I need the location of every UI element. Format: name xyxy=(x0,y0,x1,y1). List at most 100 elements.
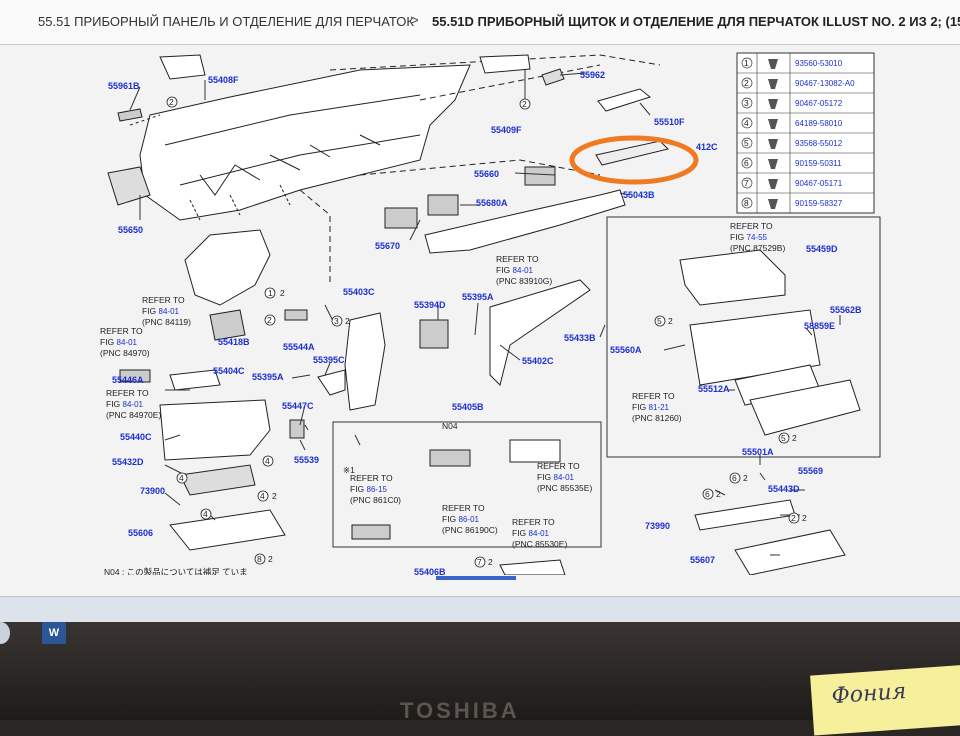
ref-pnc: (PNC 85535E) xyxy=(537,483,592,493)
label-55433B[interactable]: 55433B xyxy=(564,333,596,343)
label-55447C[interactable]: 55447C xyxy=(282,401,314,411)
ref-84119: REFER TO FIG 84-01 (PNC 84119) xyxy=(142,295,191,327)
label-55402C[interactable]: 55402C xyxy=(522,356,554,366)
part-55961B-shape xyxy=(117,108,143,122)
callout-num: 2 xyxy=(716,489,721,499)
legend-part[interactable]: 90467-13082-A0 xyxy=(795,79,855,88)
label-55418B[interactable]: 55418B xyxy=(218,337,250,347)
browser-icon[interactable] xyxy=(0,622,10,644)
breadcrumb-item-section[interactable]: 55.51 ПРИБОРНЫЙ ПАНЕЛЬ И ОТДЕЛЕНИЕ ДЛЯ П… xyxy=(38,14,414,29)
label-55440C[interactable]: 55440C xyxy=(120,432,152,442)
callout-num: 2 xyxy=(268,554,273,564)
label-55539[interactable]: 55539 xyxy=(294,455,319,465)
label-55412C[interactable]: 412C xyxy=(696,142,718,152)
ref-fig-link[interactable]: 86-01 xyxy=(459,515,480,524)
label-58859E[interactable]: 58859E xyxy=(804,321,835,331)
ref-fig-link[interactable]: 84-01 xyxy=(159,307,180,316)
legend-part[interactable]: 90159-58327 xyxy=(795,199,843,208)
legend-part[interactable]: 90467-05172 xyxy=(795,99,843,108)
ref-fig-prefix: FIG xyxy=(496,265,513,275)
label-55544A[interactable]: 55544A xyxy=(283,342,315,352)
label-55660[interactable]: 55660 xyxy=(474,169,499,179)
label-73990[interactable]: 73990 xyxy=(645,521,670,531)
label-73900[interactable]: 73900 xyxy=(140,486,165,496)
part-55501A-shape xyxy=(749,379,861,436)
ref-line1: REFER TO xyxy=(106,388,149,398)
label-55606[interactable]: 55606 xyxy=(128,528,153,538)
label-55501A[interactable]: 55501A xyxy=(742,447,774,457)
part-55670-shape xyxy=(384,207,418,229)
label-55432D[interactable]: 55432D xyxy=(112,457,144,467)
label-55409F[interactable]: 55409F xyxy=(491,125,522,135)
ref-84970E: REFER TO FIG 84-01 (PNC 84970E) xyxy=(106,388,161,420)
part-55446A-shape xyxy=(119,369,151,383)
part-55394D-shape xyxy=(419,319,449,349)
label-55680A[interactable]: 55680A xyxy=(476,198,508,208)
ref-87529B: REFER TO FIG 74-55 (PNC 87529B) xyxy=(730,221,785,253)
ref-fig-link[interactable]: 86-15 xyxy=(367,485,388,494)
label-55395C[interactable]: 55395C xyxy=(313,355,345,365)
label-55405B[interactable]: 55405B xyxy=(452,402,484,412)
part-55440C-shape xyxy=(159,399,271,461)
ref-fig-link[interactable]: 81-21 xyxy=(649,403,670,412)
legend-part[interactable]: 90159-50311 xyxy=(795,159,842,168)
svg-text:FIG 81-21: FIG 81-21 xyxy=(632,402,670,412)
ref-fig-link[interactable]: 84-01 xyxy=(513,266,534,275)
label-55512A[interactable]: 55512A xyxy=(698,384,730,394)
callout-num: 5 xyxy=(781,433,786,443)
ref-fig-prefix: FIG xyxy=(537,472,554,482)
label-55395A-top[interactable]: 55395A xyxy=(462,292,494,302)
ref-pnc: (PNC 81260) xyxy=(632,413,682,423)
ref-line1: REFER TO xyxy=(512,517,555,527)
svg-text:FIG 74-55: FIG 74-55 xyxy=(730,232,768,242)
label-55459D[interactable]: 55459D xyxy=(806,244,838,254)
ref-fig-link[interactable]: 84-01 xyxy=(554,473,575,482)
scroll-indicator[interactable] xyxy=(436,576,516,580)
label-55395A-mid[interactable]: 55395A xyxy=(252,372,284,382)
ref-fig-link[interactable]: 84-01 xyxy=(123,400,144,409)
part-55408F-shape xyxy=(159,54,206,80)
ref-fig-link[interactable]: 84-01 xyxy=(117,338,138,347)
svg-text:FIG 86-01: FIG 86-01 xyxy=(442,514,480,524)
part-73900-shape xyxy=(179,464,256,496)
dashboard-upper-panel xyxy=(139,64,471,221)
ref-fig-prefix: FIG xyxy=(730,232,747,242)
label-55650[interactable]: 55650 xyxy=(118,225,143,235)
ref-fig-link[interactable]: 74-55 xyxy=(747,233,768,242)
legend-num: 8 xyxy=(744,198,749,208)
label-55607[interactable]: 55607 xyxy=(690,555,715,565)
label-55406B[interactable]: 55406B xyxy=(414,567,446,575)
label-55562B[interactable]: 55562B xyxy=(830,305,862,315)
sticky-note-text: Фония xyxy=(830,679,908,710)
label-55403C[interactable]: 55403C xyxy=(343,287,375,297)
ref-fig-prefix: FIG xyxy=(350,484,367,494)
ref-pnc: (PNC 84970E) xyxy=(106,410,161,420)
label-55394D[interactable]: 55394D xyxy=(414,300,446,310)
callout-num: 6 xyxy=(732,473,737,483)
legend-part[interactable]: 93560-53010 xyxy=(795,59,843,68)
label-55443D[interactable]: 55443D xyxy=(768,484,800,494)
legend-part[interactable]: 93568-55012 xyxy=(795,139,843,148)
label-55408F[interactable]: 55408F xyxy=(208,75,239,85)
legend-part[interactable]: 90467-05171 xyxy=(795,179,843,188)
label-55446A[interactable]: 55446A xyxy=(112,375,144,385)
part-55043B-shape xyxy=(424,189,626,254)
label-55510F[interactable]: 55510F xyxy=(654,117,685,127)
label-55043B[interactable]: 55043B xyxy=(623,190,655,200)
legend-part[interactable]: 64189-58010 xyxy=(795,119,843,128)
part-55606-shape xyxy=(169,509,286,551)
label-55560A[interactable]: 55560A xyxy=(610,345,642,355)
word-icon[interactable]: W xyxy=(42,622,66,644)
part-55510F-shape xyxy=(597,88,652,112)
screen: 55.51 ПРИБОРНЫЙ ПАНЕЛЬ И ОТДЕЛЕНИЕ ДЛЯ П… xyxy=(0,0,960,622)
label-55962[interactable]: 55962 xyxy=(580,70,605,80)
ref-fig-prefix: FIG xyxy=(142,306,159,316)
label-55670[interactable]: 55670 xyxy=(375,241,400,251)
label-55569[interactable]: 55569 xyxy=(798,466,823,476)
label-55961B[interactable]: 55961B xyxy=(108,81,140,91)
part-55962-shape xyxy=(541,68,565,86)
legend-num: 1 xyxy=(744,58,749,68)
ref-fig-link[interactable]: 84-01 xyxy=(529,529,550,538)
label-55404C[interactable]: 55404C xyxy=(213,366,245,376)
callout-num: 2 xyxy=(272,491,277,501)
